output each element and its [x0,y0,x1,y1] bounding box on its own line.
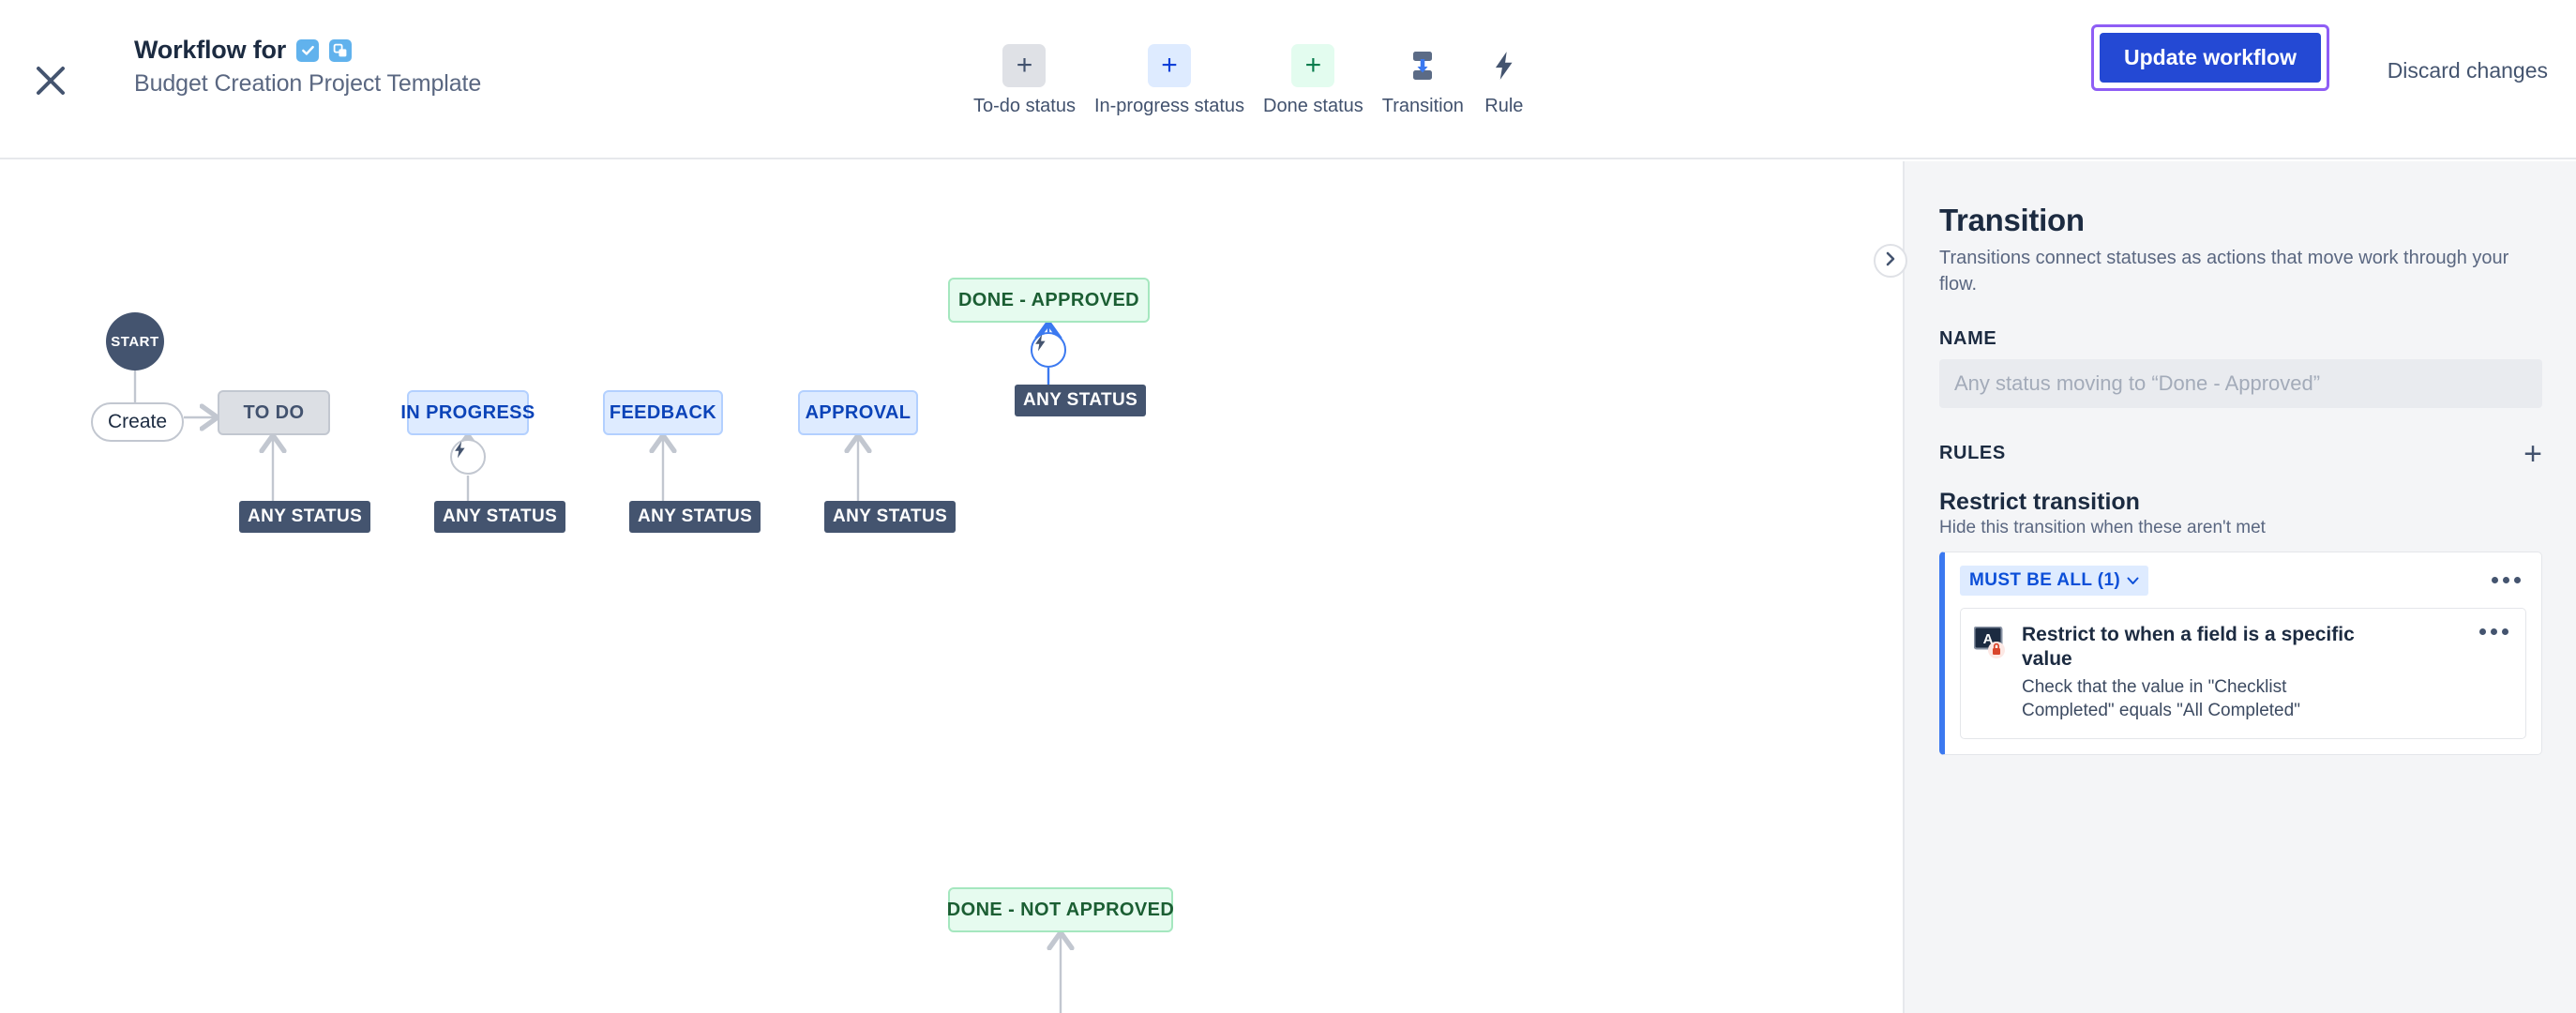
chevron-down-icon [2127,570,2139,591]
plus-icon: + [1147,44,1191,87]
rule-group-more-menu[interactable] [2486,571,2526,589]
transition-rule-badge[interactable] [450,439,486,475]
svg-text:A: A [1983,631,1994,647]
transition-name-input[interactable] [1939,358,2542,408]
workflow-toolbar: + To-do status + In-progress status + Do… [964,44,1535,117]
rule-list-item[interactable]: A Restrict to when a field is a specific… [1960,607,2526,739]
panel-description: Transitions connect statuses as actions … [1939,248,2509,295]
start-node[interactable]: START [106,312,164,370]
transition-details-panel: Transition Transitions connect statuses … [1903,161,2576,1013]
rule-item-detail: Check that the value in "Checklist Compl… [2022,677,2300,720]
subtask-type-icon[interactable] [329,38,353,62]
workflow-header: Workflow for Budget Creation Project Tem… [0,0,2576,159]
must-be-all-label: MUST BE ALL (1) [1969,569,2121,590]
transition-rule-badge-selected[interactable] [1031,332,1066,368]
transition-icon [1401,44,1444,87]
add-done-status-button[interactable]: + Done status [1254,44,1373,117]
any-status-chip-selected[interactable]: ANY STATUS [1015,385,1147,416]
tool-label: Done status [1263,96,1363,116]
must-be-all-dropdown[interactable]: MUST BE ALL (1) [1960,565,2149,596]
tool-label: In-progress status [1093,96,1245,116]
any-status-chip[interactable]: ANY STATUS [629,501,761,533]
any-status-chip[interactable]: ANY STATUS [239,501,371,533]
add-todo-status-button[interactable]: + To-do status [964,44,1085,117]
rules-label: RULES [1939,443,2006,464]
tool-label: Transition [1381,96,1464,116]
create-transition-pill[interactable]: Create [91,402,185,442]
restrict-transition-rule-card: MUST BE ALL (1) A Restrict to when a fie… [1939,551,2542,755]
any-status-chip[interactable]: ANY STATUS [824,501,957,533]
status-node-feedback[interactable]: FEEDBACK [603,390,723,435]
workflow-canvas[interactable]: START Create TO DO IN PROGRESS FEEDBACK … [0,161,1903,1013]
rule-card-header: MUST BE ALL (1) [1960,565,2526,596]
collapse-panel-button[interactable] [1874,244,1907,278]
panel-title: Transition [1939,203,2085,237]
rule-item-text: Restrict to when a field is a specific v… [2022,623,2462,723]
title-main: Workflow for [134,36,287,64]
status-node-approval[interactable]: APPROVAL [798,390,918,435]
tool-label: To-do status [973,96,1076,116]
add-inprogress-status-button[interactable]: + In-progress status [1085,44,1254,117]
status-node-in-progress[interactable]: IN PROGRESS [400,390,535,435]
any-status-chip[interactable]: ANY STATUS [434,501,566,533]
rule-group-subtitle: Hide this transition when these aren't m… [1939,517,2266,537]
page-subtitle: Budget Creation Project Template [134,70,482,97]
add-rule-button[interactable]: Rule [1473,44,1535,117]
tool-label: Rule [1484,96,1524,116]
rule-item-more-menu[interactable] [2474,623,2514,641]
status-node-done-not-approved[interactable]: DONE - NOT APPROVED [947,887,1174,932]
status-node-done-approved[interactable]: DONE - APPROVED [948,278,1150,323]
rules-header: RULES + [1939,438,2542,470]
add-transition-button[interactable]: Transition [1373,44,1473,117]
close-icon[interactable] [28,58,73,103]
status-node-to-do[interactable]: TO DO [218,390,330,435]
add-rule-icon[interactable]: + [2523,435,2542,472]
update-workflow-focus-ring: Update workflow [2090,24,2329,91]
plus-icon: + [1291,44,1335,87]
rule-item-name: Restrict to when a field is a specific v… [2022,623,2355,671]
workflow-edges [133,161,1903,1013]
plus-icon: + [1002,44,1047,87]
rule-group-title: Restrict transition [1939,488,2140,515]
page-title: Workflow for Budget Creation Project Tem… [134,36,481,98]
lightning-bolt-icon [1483,44,1526,87]
name-field-label: NAME [1939,327,1997,349]
chevron-right-icon [1884,251,1897,271]
discard-changes-button[interactable]: Discard changes [2387,58,2548,83]
text-field-locked-icon: A [1973,626,2010,658]
task-type-icon[interactable] [296,38,320,62]
update-workflow-button[interactable]: Update workflow [2099,33,2321,83]
